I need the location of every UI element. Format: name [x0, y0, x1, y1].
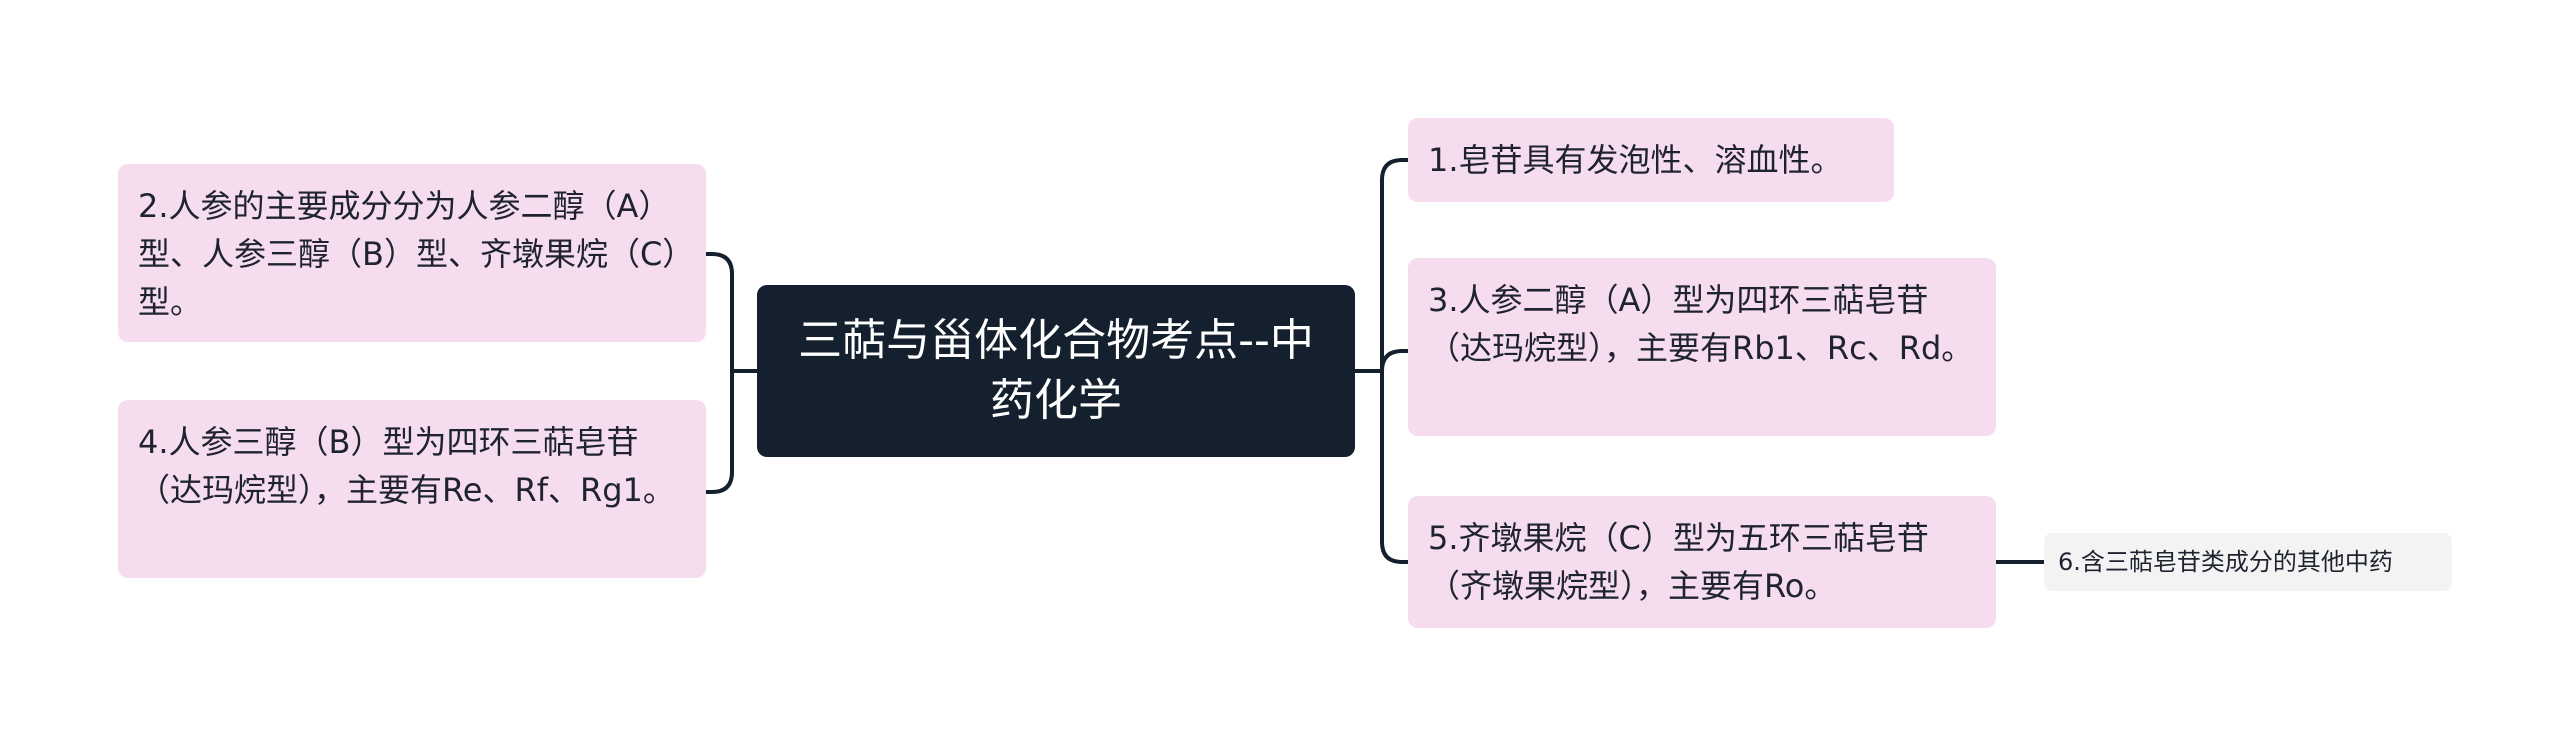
root-node-label: 三萜与甾体化合物考点--中药化学 [798, 315, 1314, 426]
right-node-3[interactable]: 3.人参二醇（A）型为四环三萜皂苷（达玛烷型），主要有Rb1、Rc、Rd。 [1408, 258, 1996, 436]
connector-left-node-1 [704, 252, 734, 276]
left-node-2[interactable]: 2.人参的主要成分分为人参二醇（A）型、人参三醇（B）型、齐墩果烷（C）型。 [118, 164, 706, 342]
right-node-1[interactable]: 1.皂苷具有发泡性、溶血性。 [1408, 118, 1894, 202]
left-node-2-label: 2.人参的主要成分分为人参二醇（A）型、人参三醇（B）型、齐墩果烷（C）型。 [138, 187, 679, 321]
left-node-4[interactable]: 4.人参三醇（B）型为四环三萜皂苷（达玛烷型），主要有Re、Rf、Rg1。 [118, 400, 706, 578]
sub-node-6-label: 6.含三萜皂苷类成分的其他中药 [2058, 548, 2393, 576]
sub-node-6[interactable]: 6.含三萜皂苷类成分的其他中药 [2044, 533, 2452, 591]
root-node[interactable]: 三萜与甾体化合物考点--中药化学 [757, 285, 1355, 457]
right-node-5[interactable]: 5.齐墩果烷（C）型为五环三萜皂苷（齐墩果烷型），主要有Ro。 [1408, 496, 1996, 628]
connector-right-node-1 [1380, 158, 1410, 182]
connector-right-node-3 [1380, 540, 1410, 564]
connector-right-node-2 [1380, 349, 1410, 373]
right-node-5-label: 5.齐墩果烷（C）型为五环三萜皂苷（齐墩果烷型），主要有Ro。 [1428, 519, 1929, 605]
right-node-3-label: 3.人参二醇（A）型为四环三萜皂苷（达玛烷型），主要有Rb1、Rc、Rd。 [1428, 281, 1974, 367]
connector-left-node-2 [704, 470, 734, 494]
right-node-1-label: 1.皂苷具有发泡性、溶血性。 [1428, 141, 1843, 179]
left-node-4-label: 4.人参三醇（B）型为四环三萜皂苷（达玛烷型），主要有Re、Rf、Rg1。 [138, 423, 675, 509]
